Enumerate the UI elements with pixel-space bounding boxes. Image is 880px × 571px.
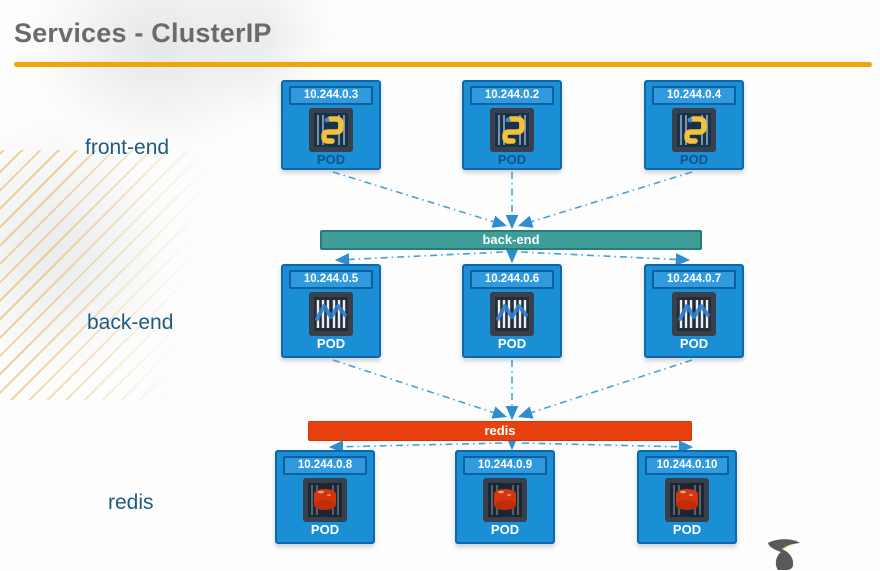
pod-caption: POD <box>679 336 709 351</box>
pod-ip-label: 10.244.0.9 <box>463 456 547 475</box>
pod-caption: POD <box>316 336 346 351</box>
pod-back-end-1: 10.244.0.5 POD <box>281 264 381 358</box>
pod-back-end-3: 10.244.0.7 POD <box>644 264 744 358</box>
watermark-hatch-lines <box>0 150 220 400</box>
pod-ip-label: 10.244.0.4 <box>652 86 736 105</box>
page-title: Services - ClusterIP <box>14 18 272 48</box>
tier-label-redis: redis <box>108 491 154 514</box>
title-underline <box>14 62 872 67</box>
pod-caption: POD <box>316 152 346 167</box>
pod-caption: POD <box>310 522 340 537</box>
redis-icon <box>303 478 347 522</box>
pod-caption: POD <box>490 522 520 537</box>
tier-label-front-end: front-end <box>85 136 170 159</box>
pod-redis-3: 10.244.0.10 POD <box>637 450 737 544</box>
pod-front-end-3: 10.244.0.4 POD <box>644 80 744 170</box>
redis-icon <box>665 478 709 522</box>
pod-ip-label: 10.244.0.7 <box>652 270 736 289</box>
redis-icon <box>483 478 527 522</box>
pod-redis-1: 10.244.0.8 POD <box>275 450 375 544</box>
service-redis: redis <box>308 421 692 441</box>
pod-caption: POD <box>672 522 702 537</box>
pod-caption: POD <box>679 152 709 167</box>
pod-back-end-2: 10.244.0.6 POD <box>462 264 562 358</box>
python-icon <box>672 108 716 152</box>
service-back-end: back-end <box>320 230 702 250</box>
web-app-icon <box>309 292 353 336</box>
pod-ip-label: 10.244.0.2 <box>470 86 554 105</box>
kodekloud-bird-icon <box>768 539 800 570</box>
tier-label-back-end: back-end <box>87 311 174 334</box>
web-app-icon <box>490 292 534 336</box>
web-app-icon <box>672 292 716 336</box>
pod-redis-2: 10.244.0.9 POD <box>455 450 555 544</box>
pod-caption: POD <box>497 152 527 167</box>
pod-ip-label: 10.244.0.5 <box>289 270 373 289</box>
python-icon <box>309 108 353 152</box>
pod-ip-label: 10.244.0.8 <box>283 456 367 475</box>
python-icon <box>490 108 534 152</box>
pod-ip-label: 10.244.0.3 <box>289 86 373 105</box>
pod-front-end-1: 10.244.0.3 POD <box>281 80 381 170</box>
pod-caption: POD <box>497 336 527 351</box>
pod-ip-label: 10.244.0.10 <box>645 456 729 475</box>
pod-ip-label: 10.244.0.6 <box>470 270 554 289</box>
pod-front-end-2: 10.244.0.2 POD <box>462 80 562 170</box>
